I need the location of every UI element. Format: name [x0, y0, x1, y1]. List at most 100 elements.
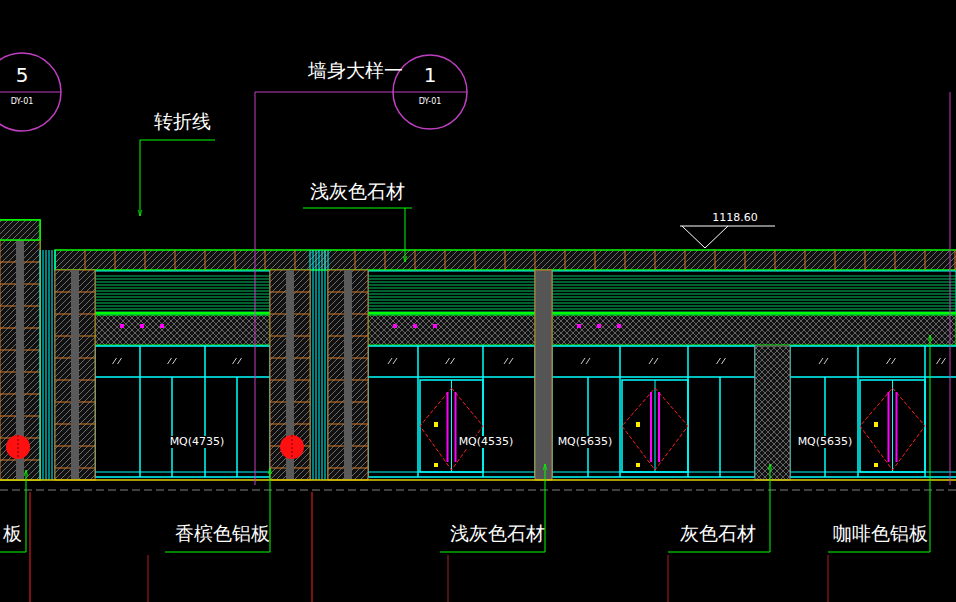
material-note: 灰色石材	[680, 523, 756, 544]
light-dot	[413, 324, 417, 328]
parapet-joint	[535, 250, 536, 270]
louver-line	[552, 309, 956, 310]
parapet-joint	[85, 250, 86, 270]
light-dot	[120, 324, 124, 328]
hydrant-symbol	[280, 435, 304, 459]
parapet-joint	[355, 250, 356, 270]
grid-line	[312, 492, 313, 602]
louver-base	[95, 312, 270, 314]
parapet-joint	[775, 250, 776, 270]
pier-body	[270, 270, 310, 480]
louver-line	[368, 294, 535, 295]
parapet-joint	[295, 250, 296, 270]
left-wing-frame	[0, 220, 40, 480]
pier-body	[55, 270, 95, 480]
door-swing	[622, 388, 688, 470]
column-line	[319, 250, 320, 480]
parapet-joint	[415, 250, 416, 270]
louver-line	[95, 309, 270, 310]
glass-mark	[168, 358, 177, 364]
louver-line	[368, 282, 535, 283]
door-meeting	[655, 380, 656, 472]
parapet	[55, 250, 956, 270]
curtain-wall-bay	[552, 346, 755, 477]
lock	[434, 463, 438, 467]
window-code: MQ(4535)	[458, 436, 515, 448]
callout-circle	[0, 53, 61, 131]
glass-mark	[113, 358, 122, 364]
pier-body	[0, 240, 40, 480]
louver-line	[552, 285, 956, 286]
louver-line	[552, 288, 956, 289]
light-dot	[577, 324, 581, 328]
material-note: 香槟色铝板	[175, 523, 270, 544]
parapet-joint	[625, 250, 626, 270]
mullion	[857, 346, 859, 377]
door-handle	[455, 392, 457, 462]
leader-line	[405, 208, 406, 262]
parapet-joint	[865, 250, 866, 270]
mullion	[171, 377, 173, 477]
glass-mark	[581, 358, 590, 364]
signage-band	[368, 315, 535, 345]
column-line	[313, 250, 314, 480]
louver-base	[368, 312, 535, 314]
grey-pier	[535, 270, 552, 480]
louver-line	[95, 300, 270, 301]
louver-line	[552, 312, 956, 313]
louver-line	[552, 306, 956, 307]
curtain-wall-bay	[790, 346, 956, 477]
louver-line	[552, 276, 956, 277]
stone-pier	[0, 240, 40, 480]
door-meeting	[451, 380, 452, 472]
elevation-value: 1118.60	[712, 212, 758, 224]
mullion	[139, 377, 141, 477]
hydrant-body	[280, 435, 304, 459]
callout-outline	[0, 52, 62, 132]
column-line	[325, 250, 326, 480]
hydrant-stripe	[292, 435, 293, 459]
window-code: MQ(4735)	[169, 436, 226, 448]
mullion	[204, 377, 206, 477]
light-dot	[433, 324, 437, 328]
parapet-joint	[745, 250, 746, 270]
callout-number: 5	[0, 64, 62, 86]
louver-frame	[552, 271, 956, 314]
parapet-joint	[715, 250, 716, 270]
glass-mark	[887, 358, 896, 364]
louver-line	[95, 276, 270, 277]
louver-line	[95, 288, 270, 289]
louver-frame	[95, 271, 270, 314]
louver-line	[368, 309, 535, 310]
louver-line	[95, 291, 270, 292]
louver-line	[95, 306, 270, 307]
door-handle	[896, 392, 898, 462]
mullion	[619, 346, 621, 377]
door-handle	[650, 392, 652, 462]
louver-line	[368, 303, 535, 304]
leader-line	[668, 464, 770, 552]
curtain-wall-bay	[95, 346, 270, 477]
glass-mark	[819, 358, 828, 364]
lock	[874, 463, 878, 467]
column-line	[49, 250, 50, 480]
parapet-joint	[205, 250, 206, 270]
hydrant-body	[6, 435, 30, 459]
leader-note: 墙身大样一	[308, 60, 403, 81]
sheet-number: DY-01	[392, 98, 468, 107]
louver-band	[368, 271, 535, 345]
leader-line	[303, 208, 412, 209]
louver-line	[368, 300, 535, 301]
grid-line	[668, 555, 669, 602]
transom	[790, 376, 956, 378]
grid-line	[148, 555, 149, 602]
parapet-joint	[685, 250, 686, 270]
sill	[95, 472, 270, 473]
leader-line	[950, 92, 951, 485]
mullion	[924, 346, 926, 377]
louver-line	[368, 279, 535, 280]
callout-number: 1	[392, 64, 468, 86]
